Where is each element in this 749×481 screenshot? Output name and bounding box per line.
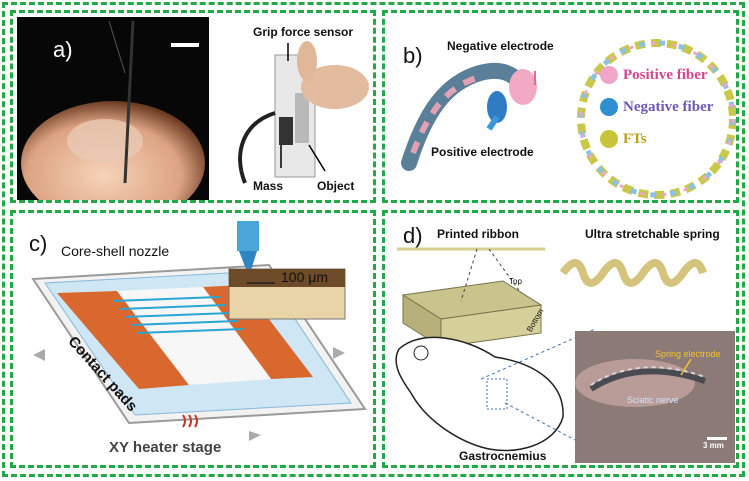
legend-dot-negative <box>600 98 618 116</box>
panel-b-label: b) <box>403 43 423 68</box>
ultra-stretchable-spring-label: Ultra stretchable spring <box>585 227 720 241</box>
panel-d-label: d) <box>403 223 423 248</box>
panel-a-label: a) <box>53 37 73 62</box>
outer-dashed-frame <box>2 2 745 477</box>
legend-fts: FTs <box>623 131 647 147</box>
mass-label: Mass <box>253 179 284 193</box>
printed-ribbon-label: Printed ribbon <box>437 227 519 241</box>
inset-scale-label: 100 μm <box>281 269 328 285</box>
scale-bar-white <box>171 43 199 47</box>
legend-dot-fts <box>600 130 618 148</box>
panel-a: a) Grip force sensor Mass Object <box>10 10 376 203</box>
grip-force-sensor-label: Grip force sensor <box>253 25 354 39</box>
fiber-needle <box>123 20 135 184</box>
spring-electrode-label: Spring electrode <box>655 349 721 359</box>
legend-positive-fiber: Positive fiber <box>623 67 708 83</box>
negative-electrode-label: Negative electrode <box>447 39 554 53</box>
sensor-mass-block <box>279 117 293 145</box>
frog-outline <box>395 336 564 452</box>
panel-b-art <box>401 39 736 199</box>
object-label: Object <box>317 179 355 193</box>
legend-negative-fiber: Negative fiber <box>623 99 714 115</box>
panel-d: d) Printed ribbon Ultra stretchable spri… <box>382 210 739 468</box>
panel-d-art <box>395 247 735 463</box>
panel-a-art <box>17 17 373 200</box>
panel-b: b) Negative electrode Positive electrode… <box>382 10 739 203</box>
spring-coil <box>559 259 707 287</box>
legend-dot-positive <box>600 66 618 84</box>
contact-pad-left <box>57 291 189 389</box>
sciatic-nerve-label: Sciatic nerve <box>627 395 679 405</box>
positive-electrode-label: Positive electrode <box>431 145 534 159</box>
xy-heater-stage-label: XY heater stage <box>109 439 222 456</box>
core-shell-nozzle-label: Core-shell nozzle <box>61 243 170 259</box>
ribbon-top-label: Top <box>509 277 522 286</box>
panel-c-art <box>31 221 367 441</box>
photo-scale-label: 3 mm <box>703 441 724 450</box>
panel-c-label: c) <box>29 231 48 256</box>
positive-electrode-tip <box>487 91 507 123</box>
panel-c: c) Core-shell nozzle 100 μm Contact pads… <box>10 210 376 468</box>
photo-scale-bar <box>707 437 727 440</box>
print-nozzle <box>237 221 259 251</box>
gastrocnemius-label: Gastrocnemius <box>459 449 547 463</box>
negative-electrode-tip <box>509 69 537 105</box>
